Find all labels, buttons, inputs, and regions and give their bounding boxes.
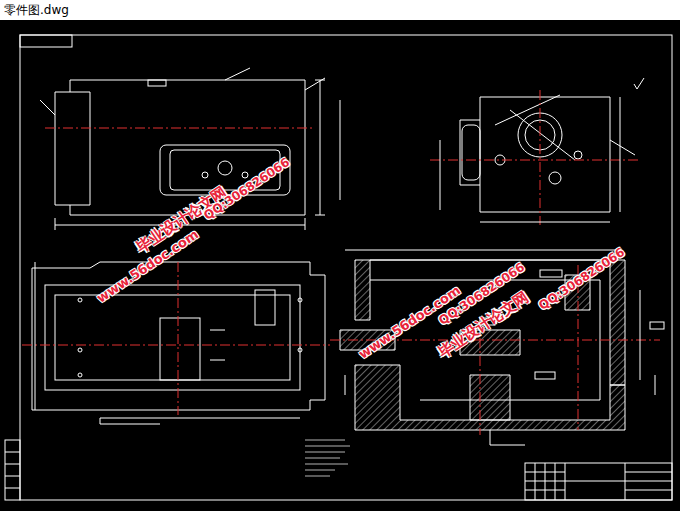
title-bar xyxy=(0,0,680,20)
file-title: 零件图.dwg xyxy=(4,2,69,19)
